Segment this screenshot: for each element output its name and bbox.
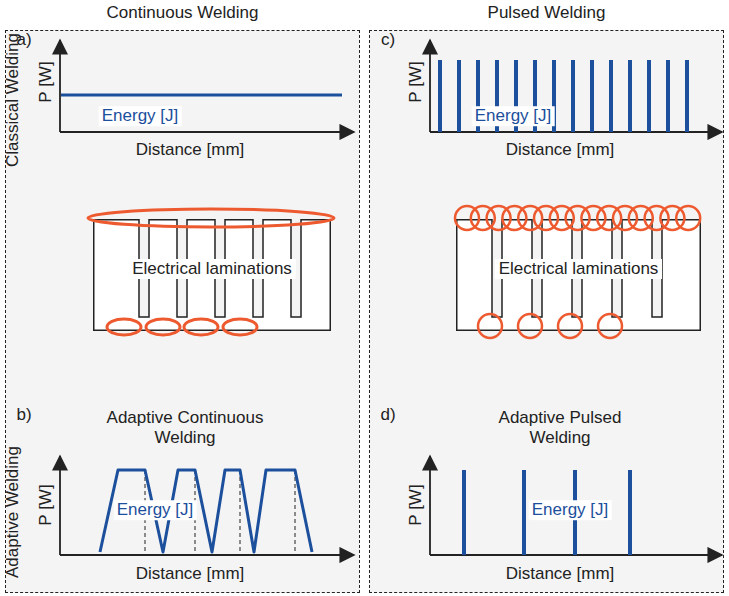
label-holder: P [W]: [36, 484, 56, 525]
label-holder: Adaptive Pulsed Welding: [485, 408, 635, 447]
label-holder: a): [16, 30, 31, 50]
label-holder: c): [381, 30, 395, 50]
label-holder: Distance [mm]: [506, 140, 615, 160]
axis-label: Distance [mm]: [506, 140, 615, 160]
label-holder: Energy [J]: [114, 500, 197, 520]
pulse-bar: [571, 60, 575, 132]
pulse-bar: [522, 470, 526, 555]
energy-label: Energy [J]: [114, 500, 197, 520]
part-name: Electrical laminations: [495, 259, 663, 279]
pulse-bar: [647, 60, 651, 132]
plot-title: Adaptive Pulsed Welding: [485, 408, 635, 447]
panel-letter: c): [381, 30, 395, 50]
label-holder: Distance [mm]: [506, 564, 615, 584]
label-holder: P [W]: [406, 61, 426, 102]
power-line: [61, 94, 342, 97]
weld-spots: [455, 206, 700, 338]
label-holder: Energy [J]: [472, 106, 555, 126]
row-heading: Classical Welding: [3, 33, 23, 167]
column-heading: Pulsed Welding: [488, 3, 606, 22]
label-holder: Energy [J]: [99, 106, 182, 126]
text-holder: Electrical laminations: [456, 259, 701, 279]
label-holder: Energy [J]: [529, 500, 612, 520]
pulse-bar: [685, 60, 689, 132]
pulse-bar: [457, 60, 461, 132]
axis-label: P [W]: [406, 484, 426, 525]
weld-seams: [88, 209, 334, 335]
pulse-bar: [609, 60, 613, 132]
lamination-stack: Electrical laminations: [93, 219, 331, 331]
axis-label: Distance [mm]: [506, 564, 615, 584]
pulse-bar: [628, 60, 632, 132]
axis-label: P [W]: [36, 61, 56, 102]
label-holder: Adaptive Continuous Welding: [95, 408, 275, 447]
panel-letter: b): [16, 405, 31, 425]
label-holder: Classical Welding: [3, 33, 23, 167]
panel-letter: d): [380, 405, 395, 425]
text-holder: Continuous Welding: [6, 3, 359, 23]
column-heading: Continuous Welding: [107, 3, 259, 22]
axis-label: Distance [mm]: [136, 564, 245, 584]
panel-letter: a): [16, 30, 31, 50]
axis-label: P [W]: [36, 484, 56, 525]
label-holder: b): [16, 405, 31, 425]
energy-label: Energy [J]: [529, 500, 612, 520]
label-holder: P [W]: [406, 484, 426, 525]
axis-label: Distance [mm]: [136, 140, 245, 160]
energy-label: Energy [J]: [99, 106, 182, 126]
text-holder: Electrical laminations: [93, 259, 331, 279]
energy-label: Energy [J]: [472, 106, 555, 126]
text-holder: Pulsed Welding: [370, 3, 723, 23]
pulse-bar: [628, 470, 632, 555]
label-holder: Adaptive Welding: [3, 446, 23, 578]
part-name: Electrical laminations: [128, 259, 296, 279]
label-holder: d): [380, 405, 395, 425]
label-holder: P [W]: [36, 61, 56, 102]
row-heading: Adaptive Welding: [3, 446, 23, 578]
label-holder: Distance [mm]: [136, 140, 245, 160]
pulse-bar: [438, 60, 442, 132]
axis-label: P [W]: [406, 61, 426, 102]
label-holder: Distance [mm]: [136, 564, 245, 584]
pulse-bar: [462, 470, 466, 555]
plot-title: Adaptive Continuous Welding: [95, 408, 275, 447]
pulse-bar: [590, 60, 594, 132]
pulse-bar: [666, 60, 670, 132]
